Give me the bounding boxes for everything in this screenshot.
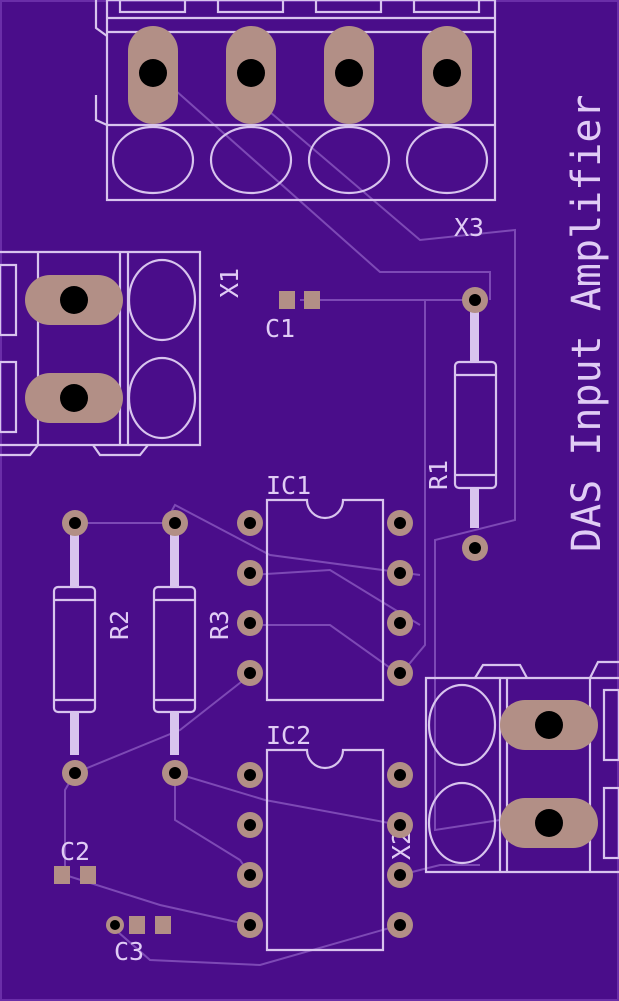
resistor-r2-label: R2 — [105, 610, 134, 640]
board-title: DAS Input Amplifier — [564, 94, 610, 552]
connector-x3-body — [105, 0, 497, 202]
ic1-package: IC1 — [237, 471, 413, 702]
resistor-r1-label: R1 — [424, 460, 453, 490]
ic2-body — [265, 748, 385, 952]
resistor-r3: R3 — [152, 510, 234, 786]
connector-x1: X1 — [0, 250, 244, 457]
ic1-label: IC1 — [266, 471, 311, 500]
pad — [80, 866, 96, 884]
capacitor-c1: C1 — [265, 291, 320, 343]
capacitor-c3: C3 — [106, 916, 171, 966]
capacitor-c3-label: C3 — [114, 937, 144, 966]
pad — [279, 291, 295, 309]
pad — [304, 291, 320, 309]
resistor-r3-label: R3 — [205, 610, 234, 640]
connector-x3-label: X3 — [454, 213, 484, 242]
ic2-label: IC2 — [266, 721, 311, 750]
ic2-package: IC2 — [237, 721, 413, 952]
capacitor-c2-label: C2 — [60, 837, 90, 866]
resistor-r1: R1 — [424, 287, 498, 561]
resistor-r2: R2 — [52, 510, 134, 786]
capacitor-c1-label: C1 — [265, 314, 295, 343]
pad — [129, 916, 145, 934]
resistor-r3-body — [152, 585, 197, 714]
pad — [155, 916, 171, 934]
ic1-body — [265, 498, 385, 702]
connector-x2: X2 — [387, 660, 619, 874]
pad — [54, 866, 70, 884]
capacitor-c2: C2 — [54, 837, 96, 884]
resistor-r1-body — [453, 360, 498, 490]
connector-x1-label: X1 — [215, 268, 244, 298]
resistor-r2-body — [52, 585, 97, 714]
connector-x3: X3 — [94, 0, 497, 242]
